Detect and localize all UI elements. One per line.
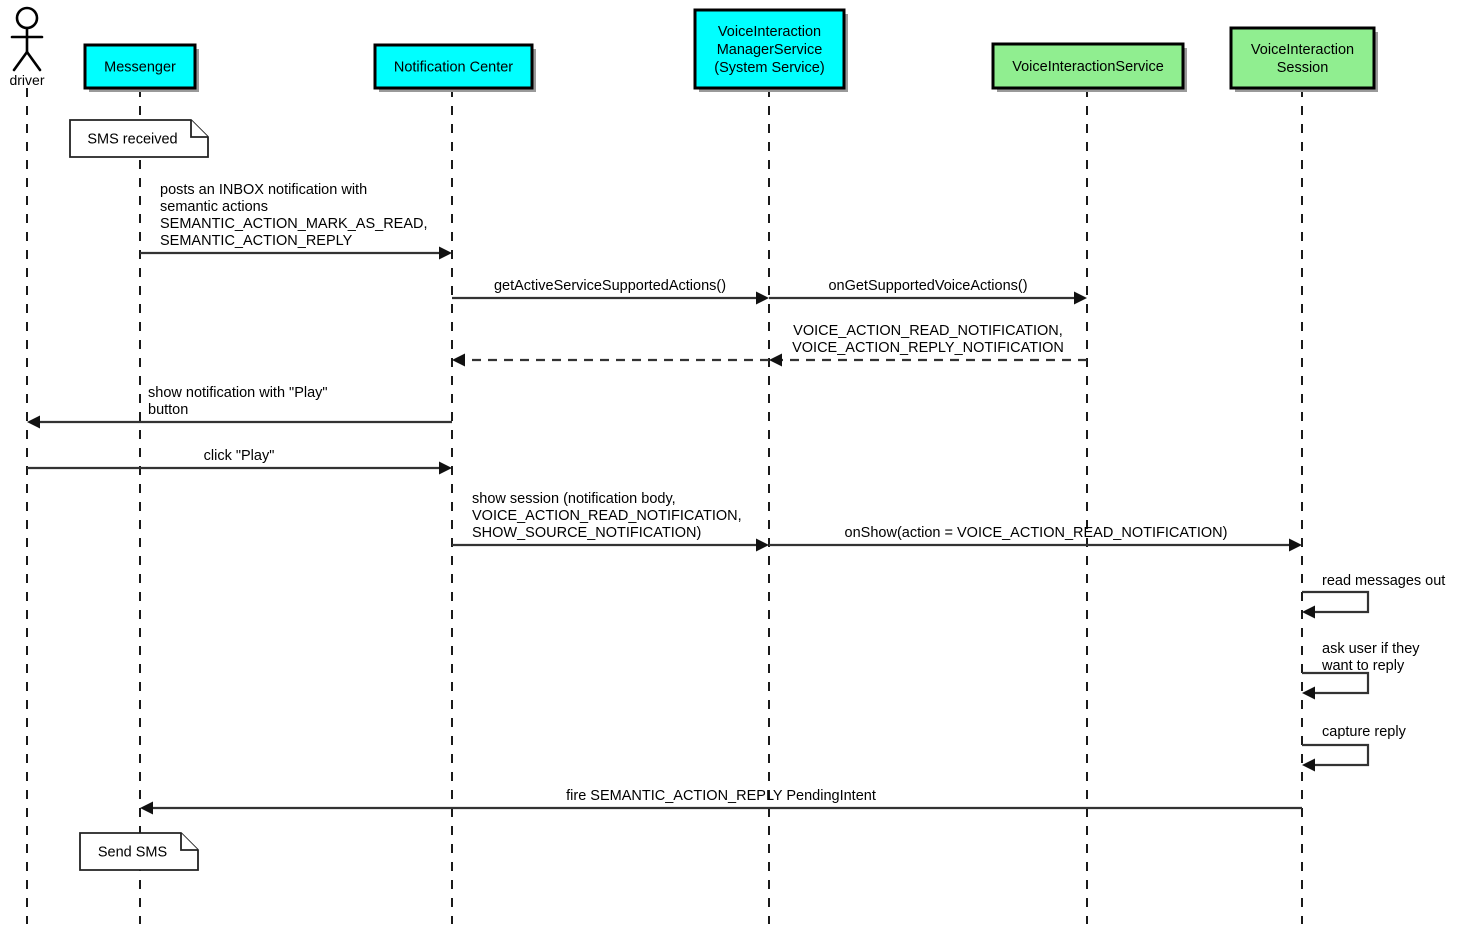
self-message-read-messages-out: read messages out: [1302, 573, 1445, 619]
message-return-supported-actions-to-nc: [452, 353, 769, 367]
actor-leg-left: [12, 50, 29, 72]
message-get-active-service-supported-actions: getActiveServiceSupportedActions(): [452, 278, 769, 305]
participants-layer: Messenger Notification Center VoiceInterac…: [83, 8, 1378, 92]
note-body: [69, 119, 209, 158]
participant-label: (System Service): [714, 60, 824, 76]
self-message-capture-reply: capture reply: [1302, 724, 1407, 772]
message-label: semantic actions: [160, 199, 268, 215]
participant-label: Messenger: [104, 60, 176, 76]
note-fold-corner-icon: [180, 833, 198, 851]
message-arrowhead: [27, 415, 40, 429]
message-fire-semantic-action-reply-pending-intent: fire SEMANTIC_ACTION_REPLY PendingIntent: [140, 788, 1302, 815]
self-message-arrowhead: [1302, 686, 1315, 700]
message-show-session: show session (notification body,VOICE_AC…: [452, 491, 769, 552]
message-arrowhead: [439, 246, 452, 260]
participant-box: [83, 43, 197, 90]
participant-label: Session: [1277, 60, 1329, 76]
message-label: SHOW_SOURCE_NOTIFICATION): [472, 525, 701, 541]
self-message-label: read messages out: [1322, 573, 1445, 589]
message-label: onGetSupportedVoiceActions(): [828, 278, 1027, 294]
message-label: VOICE_ACTION_READ_NOTIFICATION,: [472, 508, 742, 524]
participant-box: [693, 8, 846, 90]
note-sms-received: SMS received: [69, 119, 209, 158]
self-message-arrowhead: [1302, 605, 1315, 619]
participant-notification-center[interactable]: Notification Center: [373, 43, 536, 92]
message-on-get-supported-voice-actions: onGetSupportedVoiceActions(): [769, 278, 1087, 305]
actor-layer: driver: [9, 6, 45, 88]
note-fold-corner-icon: [190, 120, 208, 138]
message-click-play: click "Play": [27, 448, 452, 475]
message-arrowhead: [140, 801, 153, 815]
message-label: click "Play": [204, 448, 275, 464]
self-message-line: [1302, 743, 1370, 767]
note-label: Send SMS: [98, 845, 167, 861]
note-send-sms: Send SMS: [79, 832, 199, 871]
messages-layer: posts an INBOX notification withsemantic…: [27, 182, 1302, 815]
actor-leg-right: [25, 50, 42, 72]
note-body: [79, 832, 199, 871]
participant-label: VoiceInteractionService: [1012, 59, 1164, 75]
self-message-label: capture reply: [1322, 724, 1407, 740]
lifelines-layer: [26, 88, 1303, 924]
message-show-notification-with-play-button: show notification with "Play"button: [27, 385, 452, 429]
message-label: posts an INBOX notification with: [160, 182, 367, 198]
self-message-arrowhead: [1302, 758, 1315, 772]
message-arrowhead: [439, 461, 452, 475]
participant-box: [373, 43, 534, 90]
self-message-line: [1302, 671, 1370, 695]
message-label: SEMANTIC_ACTION_REPLY: [160, 233, 353, 249]
message-post-inbox-notification: posts an INBOX notification withsemantic…: [140, 182, 452, 260]
participant-label: VoiceInteraction: [1251, 42, 1354, 58]
message-arrowhead: [769, 353, 782, 367]
message-arrowhead: [1074, 291, 1087, 305]
message-arrowhead: [756, 538, 769, 552]
participant-box: [991, 42, 1185, 90]
participant-label: ManagerService: [717, 42, 823, 58]
self-message-label: want to reply: [1321, 658, 1405, 674]
message-label: button: [148, 402, 188, 418]
message-label: getActiveServiceSupportedActions(): [494, 278, 726, 294]
message-label: SEMANTIC_ACTION_MARK_AS_READ,: [160, 216, 428, 232]
message-on-show-action: onShow(action = VOICE_ACTION_READ_NOTIFI…: [769, 525, 1302, 552]
self-message-label: ask user if they: [1322, 641, 1420, 657]
message-arrowhead: [1289, 538, 1302, 552]
message-label: VOICE_ACTION_READ_NOTIFICATION,: [793, 323, 1063, 339]
message-label: show notification with "Play": [148, 385, 328, 401]
actor-label: driver: [9, 72, 44, 88]
actor-head-icon: [15, 6, 39, 30]
participant-voice-interaction-service[interactable]: VoiceInteractionService: [991, 42, 1187, 92]
message-label: onShow(action = VOICE_ACTION_READ_NOTIFI…: [845, 525, 1228, 541]
message-arrowhead: [756, 291, 769, 305]
participant-box: [1229, 26, 1376, 90]
message-label: fire SEMANTIC_ACTION_REPLY PendingIntent: [566, 788, 876, 804]
message-return-supported-actions-to-vims: VOICE_ACTION_READ_NOTIFICATION,VOICE_ACT…: [769, 323, 1087, 367]
note-label: SMS received: [87, 132, 177, 148]
message-label: show session (notification body,: [472, 491, 676, 507]
message-label: VOICE_ACTION_REPLY_NOTIFICATION: [792, 340, 1064, 356]
participant-label: VoiceInteraction: [718, 24, 821, 40]
message-arrowhead: [452, 353, 465, 367]
participant-label: Notification Center: [394, 60, 513, 76]
participant-messenger[interactable]: Messenger: [83, 43, 199, 92]
actor-driver[interactable]: driver: [9, 6, 45, 88]
self-message-line: [1302, 590, 1370, 614]
